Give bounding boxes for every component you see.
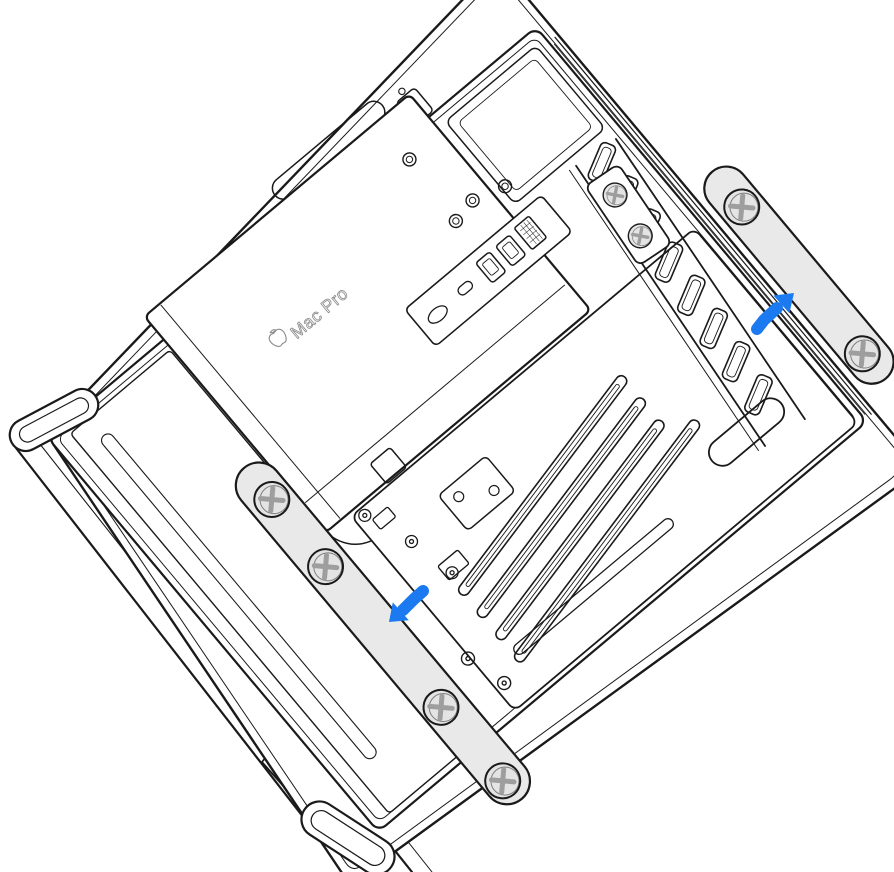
board-connector-small: [372, 506, 396, 530]
board-standoffs: [358, 508, 459, 580]
rim-screws: [460, 651, 512, 691]
apple-logo-icon: [268, 328, 287, 347]
standoff-posts: [402, 152, 513, 229]
dimm-latch-ladder: [568, 138, 806, 451]
dimm-latch: [676, 274, 706, 317]
lid-latch-pin: [398, 87, 406, 96]
frame-handle: [8, 387, 100, 453]
pcie-slot: [457, 374, 628, 596]
remove-left-cover-arrow-icon: [389, 585, 429, 622]
pcie-slots: [457, 374, 701, 663]
pcie-slot: [495, 419, 665, 641]
board-chip: [370, 447, 407, 484]
dimm-bracket: [586, 165, 671, 265]
logic-board: [353, 230, 856, 709]
usbc-port: [457, 280, 474, 296]
lower-panel: [513, 397, 786, 656]
cable-cutout: [427, 305, 448, 324]
handle-cutout: [708, 397, 786, 467]
dimm-latch: [721, 340, 751, 383]
right-dimm-cover: [703, 165, 894, 385]
thunderbolt-port: [476, 252, 506, 283]
board-connector: [437, 549, 470, 581]
frame-foot: [300, 800, 396, 872]
side-door-edge: [447, 36, 872, 415]
dimm-latch: [654, 241, 684, 283]
ethernet-port: [514, 216, 547, 250]
io-ports: [402, 152, 571, 346]
pcie-slot: [476, 397, 647, 619]
dimm-latch: [699, 307, 729, 350]
remove-right-cover-arrow-icon: [751, 293, 794, 335]
thunderbolt-port: [495, 235, 526, 266]
board-bracket: [439, 457, 515, 530]
